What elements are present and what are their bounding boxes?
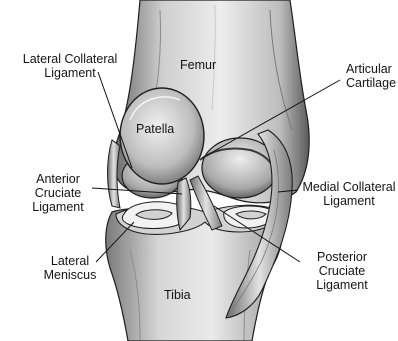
label-line: Meniscus (34, 268, 106, 282)
label-line: Ligament (6, 66, 134, 80)
label-medial-collateral-ligament: Medial Collateral Ligament (296, 180, 398, 208)
label-articular-cartilage: Articular Cartilage (346, 62, 396, 90)
label-anterior-cruciate-ligament: Anterior Cruciate Ligament (20, 172, 96, 214)
label-line: Posterior (302, 250, 382, 264)
label-line: Lateral (34, 254, 106, 268)
label-line: Lateral Collateral (6, 52, 134, 66)
label-line: Ligament (302, 278, 382, 292)
label-patella: Patella (136, 122, 174, 136)
label-lateral-meniscus: Lateral Meniscus (34, 254, 106, 282)
label-line: Anterior (20, 172, 96, 186)
label-tibia: Tibia (164, 288, 191, 302)
label-femur: Femur (180, 58, 216, 72)
label-line: Cartilage (346, 76, 396, 90)
label-line: Cruciate (20, 186, 96, 200)
label-line: Articular (346, 62, 396, 76)
label-line: Medial Collateral (296, 180, 398, 194)
label-line: Cruciate (302, 264, 382, 278)
patella-bone (120, 88, 204, 184)
label-posterior-cruciate-ligament: Posterior Cruciate Ligament (302, 250, 382, 292)
label-line: Ligament (20, 200, 96, 214)
label-lateral-collateral-ligament: Lateral Collateral Ligament (6, 52, 134, 80)
label-line: Ligament (296, 194, 398, 208)
